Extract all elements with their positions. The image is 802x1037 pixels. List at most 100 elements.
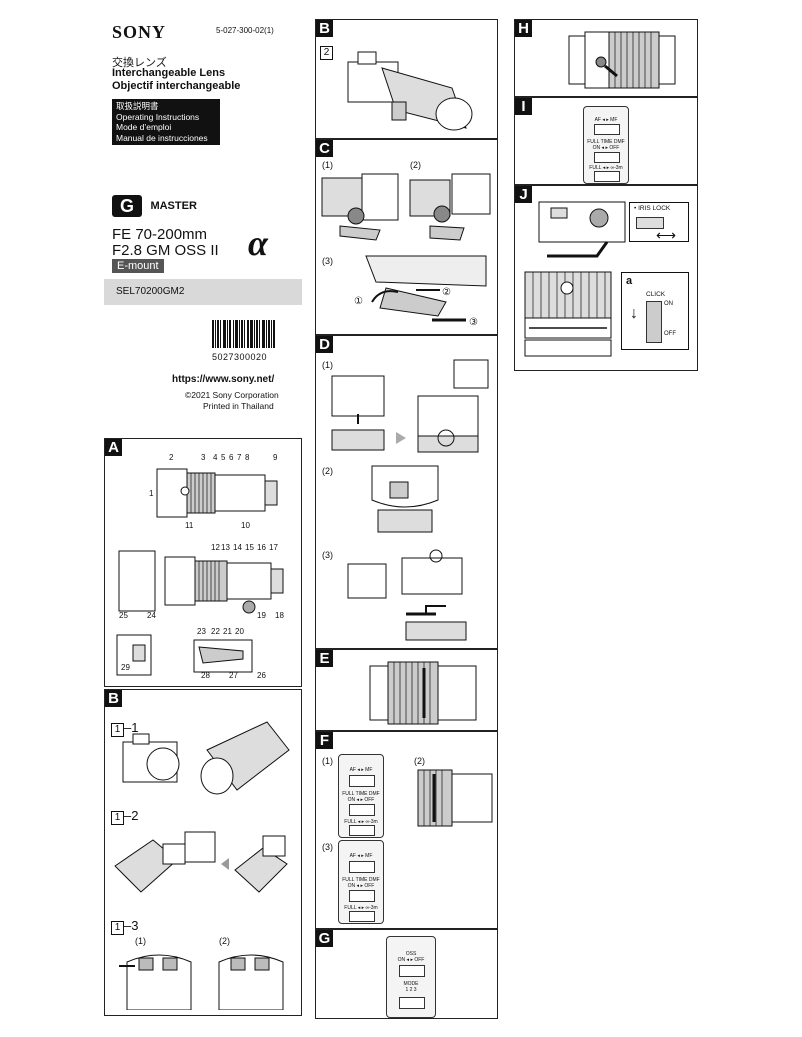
panel-c-sub-3: (3) <box>322 256 333 266</box>
click-off-label: OFF <box>664 331 676 337</box>
step-suffix: –1 <box>124 720 139 735</box>
dmf-switch[interactable] <box>594 152 620 163</box>
panel-j-label: J <box>515 186 532 203</box>
panel-d-sub-1: (1) <box>322 360 333 370</box>
series-name: MASTER <box>150 200 197 212</box>
part-callout-1: 1 <box>149 489 154 498</box>
part-callout-10: 10 <box>241 521 250 530</box>
hood-reverse-illustration <box>347 549 467 641</box>
panel-d: D (1) (2) (3) <box>315 335 498 649</box>
full-range-switch[interactable] <box>349 825 375 836</box>
zoom-ring-illustration <box>369 661 477 725</box>
step-1-3: 1–3 <box>111 918 138 935</box>
focus-ring-illustration <box>417 769 493 827</box>
part-callout-5: 5 <box>221 453 226 462</box>
panel-c-sub-2: (2) <box>410 160 421 170</box>
part-callout-27: 27 <box>229 671 238 680</box>
step-1-1: 1–1 <box>111 720 138 737</box>
dmf-opts: ON ◂ ▸ OFF <box>347 797 375 803</box>
part-callout-16: 16 <box>257 543 266 552</box>
full-range-switch[interactable] <box>349 911 375 922</box>
tripod-remove-illustration <box>365 255 487 322</box>
panel-i-label: I <box>515 98 532 115</box>
sony-url[interactable]: https://www.sony.net/ <box>172 374 275 385</box>
part-callout-26: 26 <box>257 671 266 680</box>
marker-2: ② <box>442 287 451 298</box>
dmf-switch[interactable] <box>349 804 375 816</box>
barcode <box>212 320 275 348</box>
iris-lock-label: • IRIS LOCK <box>634 205 671 212</box>
af-mf-switch[interactable] <box>594 124 620 135</box>
mode-switch[interactable] <box>399 997 425 1009</box>
panel-i: I AF ◂ ▸ MF FULL TIME DMF ON ◂ ▸ OFF FUL… <box>514 97 698 185</box>
tripod-foot-illustration <box>193 639 253 673</box>
dmf-opts: ON ◂ ▸ OFF <box>347 883 375 889</box>
part-callout-4: 4 <box>213 453 218 462</box>
step-num: 1 <box>111 723 124 737</box>
part-callout-28: 28 <box>201 671 210 680</box>
part-callout-14: 14 <box>233 543 242 552</box>
full-range-label: FULL ◂ ▸ ∞-3m <box>344 819 378 825</box>
oss-switch[interactable] <box>399 965 425 977</box>
iris-scale-illustration <box>524 271 612 357</box>
panel-f: F (1) (2) (3) AF ◂ ▸ MF FULL TIME DMF ON… <box>315 731 498 929</box>
panel-h-label: H <box>515 20 532 37</box>
marker-3: ③ <box>469 317 478 328</box>
g-master-logo: G MASTER <box>112 195 197 217</box>
instructions-block: 取扱説明書 Operating Instructions Mode d’empl… <box>112 99 220 145</box>
panel-c: C (1) (2) (3) ① ② ③ <box>315 139 498 335</box>
hood-window-illustration <box>371 465 439 533</box>
panel-h: H <box>514 19 698 97</box>
oss-switch-panel: OSS ON ◂ ▸ OFF MODE 1 2 3 <box>386 936 436 1018</box>
g-logo-icon: G <box>112 195 142 217</box>
step-2: 2 <box>320 42 333 60</box>
panel-c-label: C <box>316 140 333 157</box>
dmf-opts: ON ◂ ▸ OFF <box>592 145 620 151</box>
sub-a-label: a <box>626 275 633 287</box>
full-range-label: FULL ◂ ▸ ∞-3m <box>589 165 623 171</box>
part-callout-23: 23 <box>197 627 206 636</box>
af-mf-label: AF ◂ ▸ MF <box>594 117 618 123</box>
instr-en: Operating Instructions <box>116 111 200 122</box>
step-suffix: –3 <box>124 918 139 933</box>
step-num: 1 <box>111 811 124 825</box>
copyright: ©2021 Sony Corporation <box>185 390 279 400</box>
product-name-1: FE 70-200mm <box>112 226 208 243</box>
mode-opts: 1 2 3 <box>405 987 417 993</box>
instr-es: Manual de instrucciones <box>116 132 208 143</box>
focus-hold-illustration <box>568 31 676 89</box>
full-range-switch[interactable] <box>594 171 620 182</box>
hood-attach-illustration <box>331 359 489 453</box>
step-1-3-sub-1: (1) <box>135 936 146 946</box>
dmf-switch[interactable] <box>349 890 375 902</box>
panel-b-left: B 1–1 1–2 1–3 (1) (2) <box>104 689 302 1016</box>
part-callout-6: 6 <box>229 453 234 462</box>
title-ja: 交換レンズ <box>112 57 167 69</box>
panel-b-left-label: B <box>105 690 122 707</box>
step-1-2: 1–2 <box>111 808 138 825</box>
dmf-label: FULL TIME DMF <box>342 877 380 883</box>
hood-detail-illustration <box>116 634 152 676</box>
panel-a-label: A <box>105 439 122 456</box>
panel-c-sub-1: (1) <box>322 160 333 170</box>
af-mf-switch[interactable] <box>349 861 375 873</box>
part-callout-17: 17 <box>269 543 278 552</box>
focus-switch-panel-3: AF ◂ ▸ MF FULL TIME DMF ON ◂ ▸ OFF FULL … <box>583 106 629 184</box>
af-mf-switch[interactable] <box>349 775 375 787</box>
part-callout-25: 25 <box>119 611 128 620</box>
panel-d-sub-2: (2) <box>322 466 333 476</box>
iris-lock-switch[interactable] <box>636 217 664 229</box>
panel-e: E <box>315 649 498 731</box>
barcode-number: 5027300020 <box>212 352 268 362</box>
panel-b-right: B 2 <box>315 19 498 139</box>
dmf-label: FULL TIME DMF <box>342 791 380 797</box>
instr-ja: 取扱説明書 <box>116 101 159 111</box>
part-callout-20: 20 <box>235 627 244 636</box>
part-callout-9: 9 <box>273 453 278 462</box>
part-callout-29: 29 <box>121 663 130 672</box>
part-callout-11: 11 <box>185 521 194 530</box>
panel-d-label: D <box>316 336 333 353</box>
mode-label: MODE <box>403 981 419 987</box>
click-switch[interactable] <box>646 301 662 343</box>
